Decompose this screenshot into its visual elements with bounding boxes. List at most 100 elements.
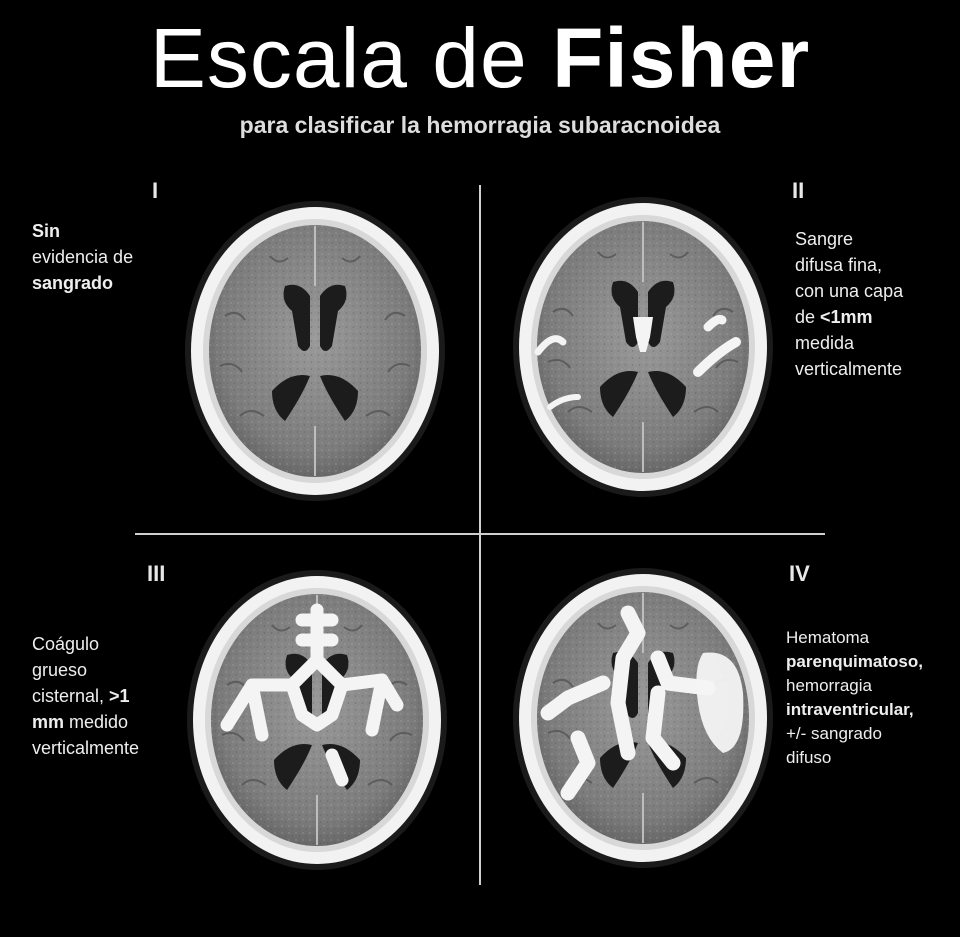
description-line: de <1mm — [795, 304, 903, 330]
description-text: <1mm — [820, 307, 873, 327]
sulcus — [567, 406, 593, 413]
description-line: Hematoma — [786, 626, 923, 650]
description-text: parenquimatoso, — [786, 652, 923, 671]
description-grade-1: Sin evidencia de sangrado — [32, 218, 133, 296]
thin-blood-left-posterior — [547, 394, 581, 410]
description-text: >1 — [109, 686, 130, 706]
title-bold: Fisher — [552, 11, 811, 105]
sulcus — [389, 732, 413, 742]
description-text: medido — [64, 712, 129, 732]
sulcus — [387, 363, 411, 373]
sulcus — [712, 307, 734, 317]
thin-blood-right-sylvian — [693, 337, 741, 377]
diffuse-blood-posterior — [560, 730, 596, 801]
thick-clot-suprasellar — [285, 678, 349, 732]
description-line: parenquimatoso, — [786, 650, 923, 674]
ct-scan-grade-3-image — [187, 570, 447, 870]
sulcus — [669, 622, 689, 630]
description-text: Sangre — [795, 229, 854, 249]
description-line: grueso — [32, 657, 139, 683]
title-regular: Escala de — [149, 11, 528, 105]
description-grade-2: Sangre difusa fina, con una capa de <1mm med… — [795, 226, 903, 382]
grade-label-3: III — [147, 561, 166, 586]
description-line: +/- sangrado — [786, 722, 923, 746]
sulcus — [715, 359, 739, 369]
description-line: difusa fina, — [795, 252, 903, 278]
grade-label-4: IV — [789, 561, 810, 586]
ct-scan-grade-4 — [508, 563, 778, 873]
left-occipital-horn — [274, 744, 312, 790]
description-line: intraventricular, — [786, 698, 923, 722]
sulcus — [271, 624, 291, 632]
description-text: +/- sangrado — [786, 724, 882, 743]
left-occipital-horn — [272, 375, 310, 421]
sulcus — [341, 255, 361, 263]
thick-clot-interhemispheric — [295, 603, 339, 667]
description-line: evidencia de — [32, 244, 133, 270]
description-text: Sin — [32, 221, 61, 241]
intraventricular-blood-left — [540, 605, 646, 761]
ct-scan-grade-1-image — [185, 201, 445, 501]
thick-clot-ambient — [325, 748, 349, 787]
horizontal-divider — [135, 533, 825, 535]
description-text: de — [795, 307, 821, 327]
right-frontal-horn — [320, 284, 347, 351]
sulcus — [241, 779, 267, 786]
description-text: intraventricular, — [786, 700, 914, 719]
left-occipital-horn — [600, 371, 638, 417]
description-text: verticalmente — [32, 738, 140, 758]
sulcus — [552, 307, 574, 317]
description-line: cisternal, >1 — [32, 683, 139, 709]
left-frontal-horn — [283, 284, 310, 351]
description-text: Hematoma — [786, 628, 870, 647]
sulcus — [693, 406, 719, 413]
sulcus — [552, 678, 574, 688]
right-occipital-horn — [648, 371, 686, 417]
thin-blood-right — [703, 314, 727, 332]
sulcus — [693, 777, 719, 784]
parenchymal-hematoma — [696, 652, 744, 753]
description-line: Coágulo — [32, 631, 139, 657]
description-text: con una capa — [795, 281, 904, 301]
grade-label-2: II — [792, 178, 805, 203]
description-line: hemorragia — [786, 674, 923, 698]
description-text: difuso — [786, 748, 832, 767]
thick-clot-branches — [245, 673, 389, 742]
grade-label-1: I — [152, 178, 159, 203]
sulcus — [597, 251, 617, 259]
ct-scan-grade-2-image — [513, 197, 773, 497]
sulcus — [221, 732, 245, 742]
description-line: mm medido — [32, 709, 139, 735]
sulcus — [224, 311, 246, 321]
description-line: verticalmente — [795, 356, 903, 382]
ct-scan-grade-1 — [180, 196, 450, 506]
thick-clot-left-sylvian — [220, 653, 324, 732]
right-occipital-horn — [320, 375, 358, 421]
description-line: verticalmente — [32, 735, 139, 761]
sulcus — [365, 410, 391, 417]
thin-blood-left — [534, 335, 567, 356]
description-line: con una capa — [795, 278, 903, 304]
left-frontal-horn — [611, 280, 638, 347]
description-text: medida — [795, 333, 855, 353]
description-text: hemorragia — [786, 676, 872, 695]
description-line: sangrado — [32, 270, 133, 296]
ct-scan-grade-2 — [508, 192, 778, 502]
page-subtitle: para clasificar la hemorragia subaracnoi… — [239, 112, 721, 138]
description-text: cisternal, — [32, 686, 110, 706]
sulcus — [547, 730, 571, 740]
sulcus — [669, 251, 689, 259]
sulcus — [367, 779, 393, 786]
sulcus — [269, 255, 289, 263]
sulcus — [547, 359, 571, 369]
sulcus — [384, 311, 406, 321]
description-text: mm — [32, 712, 65, 732]
sulcus — [597, 622, 617, 630]
description-text: difusa fina, — [795, 255, 883, 275]
description-text: grueso — [32, 660, 88, 680]
ct-scan-grade-3 — [182, 565, 452, 875]
description-line: Sangre — [795, 226, 903, 252]
page-title: Escala de Fisher — [0, 8, 960, 108]
description-text: sangrado — [32, 273, 114, 293]
